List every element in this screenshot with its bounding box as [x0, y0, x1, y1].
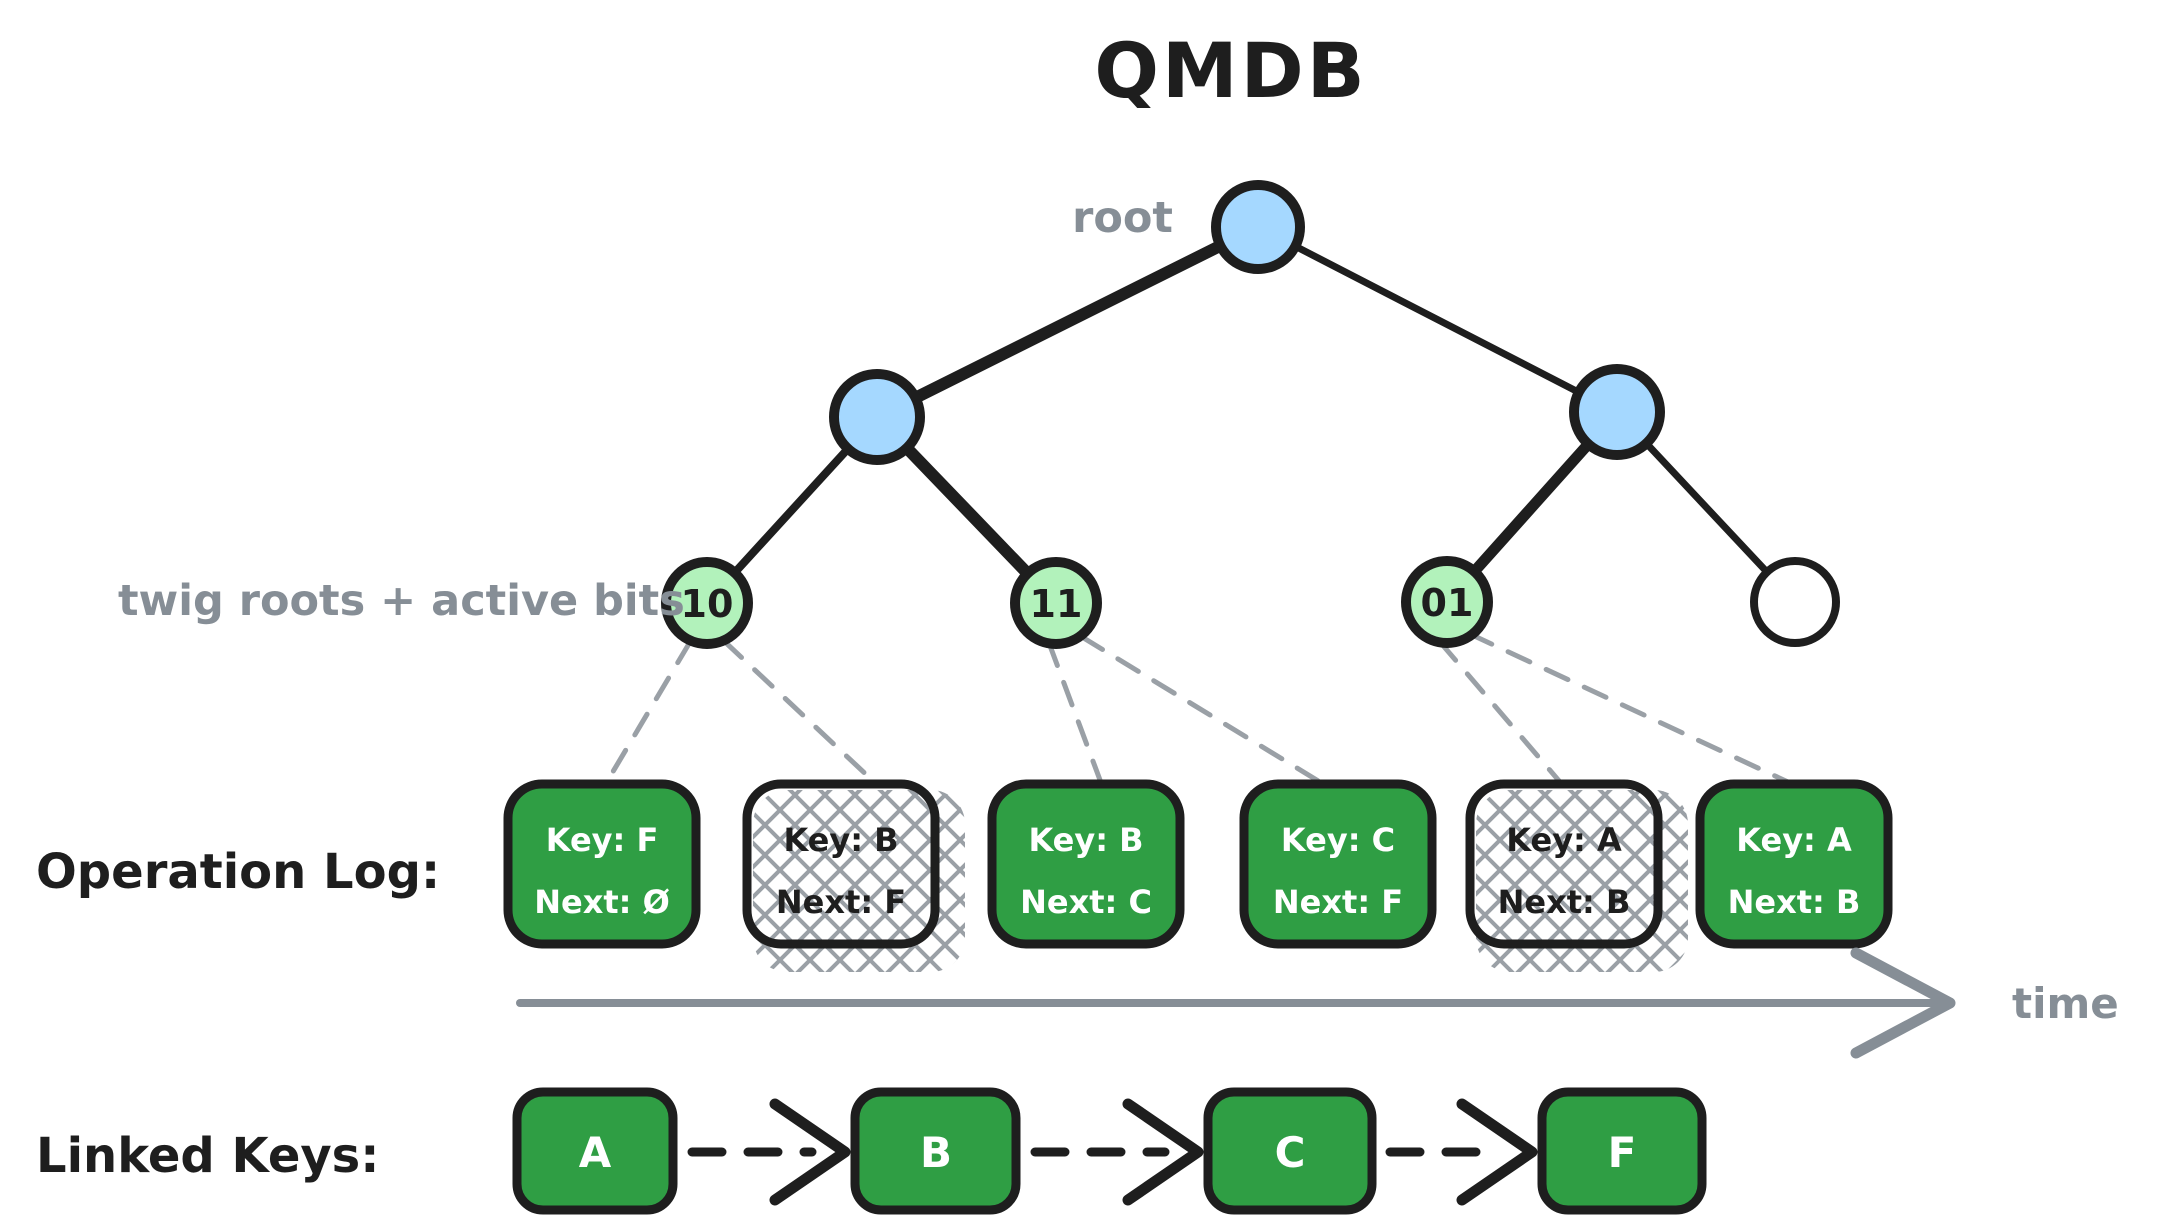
linked-arrowhead-icon — [1122, 1098, 1204, 1206]
op-log-entry-4: Key: C Next: F — [1239, 779, 1437, 949]
op-log-entry-6: Key: A Next: B — [1695, 779, 1893, 949]
twig-roots-label: twig roots + active bits — [118, 576, 685, 626]
operation-log: Operation Log: Key: F Next: Ø Key: B Nex… — [36, 779, 2119, 1059]
linked-key-box-a — [512, 1087, 678, 1215]
dashed-link-01-entry5 — [1437, 639, 1563, 785]
linked-key-letter: F — [1608, 1128, 1637, 1177]
linked-arrowhead-icon — [769, 1098, 851, 1206]
dashed-link-11-entry4 — [1079, 634, 1323, 785]
op-log-entry-1: Key: F Next: Ø — [503, 779, 701, 949]
linked-key-letter: A — [579, 1128, 612, 1177]
internal-node-left — [829, 369, 925, 465]
op-next-text: Next: B — [1728, 883, 1861, 921]
root-node — [1211, 180, 1305, 274]
op-log-entry-2: Key: B Next: F — [742, 779, 965, 972]
linked-key-letter: B — [920, 1128, 952, 1177]
linked-key-box-c — [1203, 1087, 1377, 1215]
op-key-text: Key: A — [1736, 821, 1852, 859]
time-axis: time — [516, 947, 2119, 1059]
op-key-text: Key: F — [546, 821, 659, 859]
op-next-text: Next: F — [1273, 883, 1403, 921]
dashed-link-10-entry2 — [721, 638, 875, 783]
dashed-link-10-entry1 — [605, 639, 693, 783]
op-log-box — [742, 779, 940, 949]
op-key-text: Key: B — [783, 821, 898, 859]
crosshatch-spill — [1476, 790, 1688, 972]
time-axis-label: time — [2012, 979, 2119, 1028]
twig-bits-11: 11 — [1030, 582, 1083, 626]
twig-node-empty — [1750, 557, 1840, 647]
op-next-text: Next: C — [1020, 883, 1152, 921]
linked-key-box-f — [1537, 1087, 1707, 1215]
crosshatch-spill — [753, 790, 965, 972]
op-key-text: Key: A — [1506, 821, 1622, 859]
linked-arrowhead-icon — [1456, 1098, 1538, 1206]
op-log-box — [503, 779, 701, 949]
op-next-text: Next: B — [1498, 883, 1631, 921]
dashed-link-01-entry6 — [1467, 631, 1791, 785]
internal-node-right — [1569, 364, 1665, 460]
twig-node-01 — [1401, 556, 1493, 648]
linked-key-box-b — [850, 1087, 1021, 1215]
twig-bits-01: 01 — [1421, 581, 1474, 625]
diagram-title: QMDB — [1094, 26, 1367, 115]
operation-log-label: Operation Log: — [36, 844, 440, 900]
op-log-box — [1465, 779, 1663, 949]
merkle-tree: root twig roots + active bits 10 11 01 — [118, 180, 1840, 785]
twig-node-11 — [1010, 557, 1102, 649]
linked-keys: Linked Keys: A B C F — [36, 1087, 1707, 1215]
op-log-entry-5: Key: A Next: B — [1465, 779, 1688, 972]
op-log-box — [1239, 779, 1437, 949]
op-key-text: Key: C — [1281, 821, 1395, 859]
root-label: root — [1072, 193, 1173, 243]
time-arrowhead-icon — [1850, 947, 1956, 1059]
linked-keys-label: Linked Keys: — [36, 1128, 379, 1184]
op-log-box — [1695, 779, 1893, 949]
op-next-text: Next: F — [776, 883, 906, 921]
op-key-text: Key: B — [1028, 821, 1143, 859]
dashed-link-11-entry3 — [1046, 640, 1103, 783]
tree-edge-root-right — [1254, 223, 1621, 416]
twig-node-10 — [661, 557, 753, 649]
op-log-box — [987, 779, 1185, 949]
twig-bits-10: 10 — [681, 582, 734, 626]
linked-key-letter: C — [1275, 1128, 1306, 1177]
op-next-text: Next: Ø — [534, 883, 670, 921]
op-log-entry-3: Key: B Next: C — [987, 779, 1185, 949]
tree-edge-root-left — [871, 221, 1264, 423]
